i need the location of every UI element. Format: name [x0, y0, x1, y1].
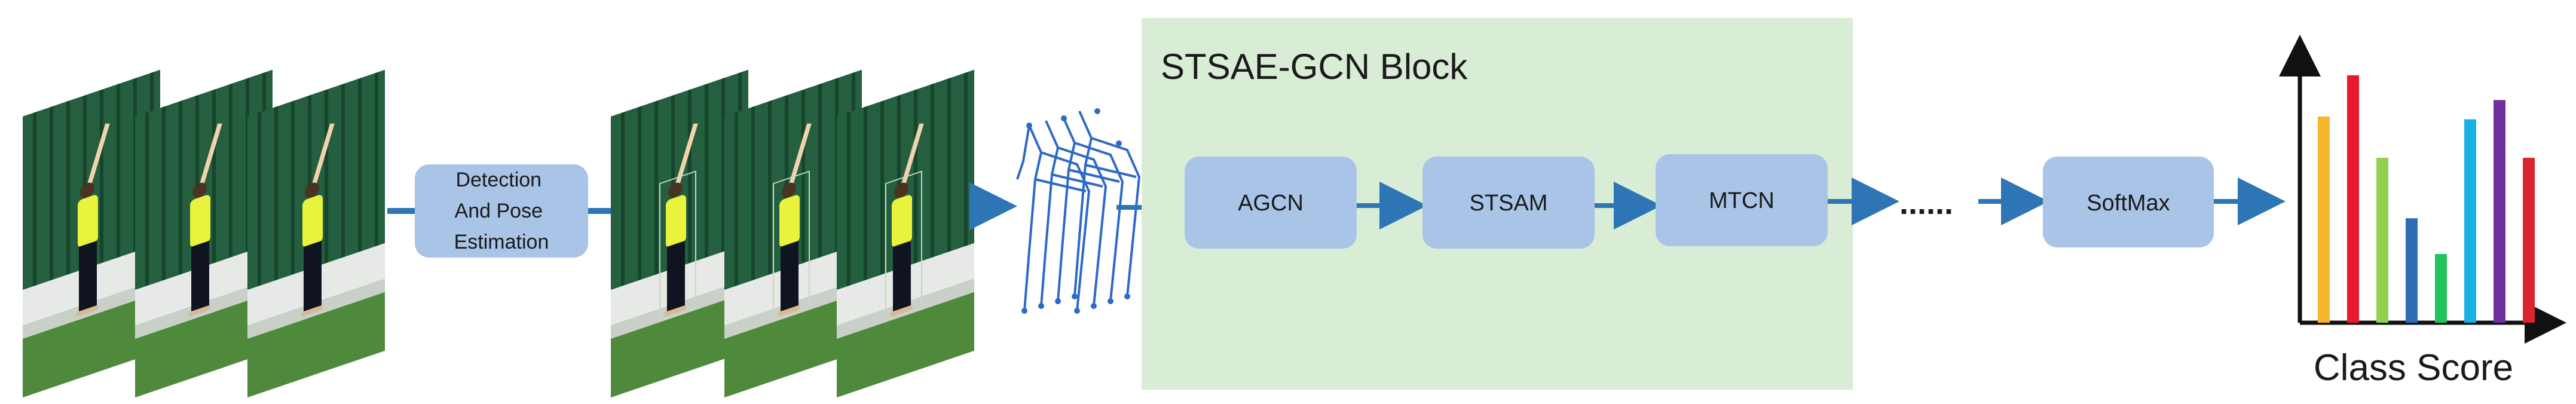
class-score-bar-8	[2523, 158, 2535, 323]
class-score-bar-1	[2318, 117, 2330, 323]
softmax-node: SoftMax	[2043, 157, 2214, 247]
stsae-gcn-block-title: STSAE-GCN Block	[1161, 47, 1468, 87]
detected-frames	[611, 70, 974, 397]
class-score-bar-4	[2406, 218, 2418, 323]
class-score-bar-7	[2494, 100, 2505, 323]
detected-frame-3	[837, 70, 974, 397]
skeleton-2	[1040, 120, 1108, 307]
input-frame-3	[247, 70, 385, 397]
mtcn-node-box	[1656, 154, 1828, 246]
ellipsis: ......	[1899, 185, 1953, 221]
class-score-bar-5	[2435, 254, 2447, 323]
input-frames	[23, 70, 385, 397]
detection-line-3: Estimation	[454, 231, 549, 253]
class-score-bar-6	[2464, 119, 2476, 323]
detection-node: Detection And Pose Estimation	[415, 164, 588, 258]
skeleton-4	[1073, 111, 1141, 297]
svg-text:Detection And Pose: Detection And Pose Estimation	[454, 169, 549, 253]
mtcn-label: MTCN	[1709, 188, 1775, 213]
class-score-label: Class Score	[2314, 347, 2513, 388]
mtcn-node: MTCN	[1656, 154, 1828, 246]
softmax-node-box	[2043, 157, 2214, 247]
class-score-bar-3	[2376, 158, 2388, 323]
skeleton-joints	[1021, 108, 1130, 314]
stsam-node: STSAM	[1422, 157, 1595, 249]
agcn-node-box	[1185, 157, 1357, 249]
agcn-label: AGCN	[1238, 191, 1304, 216]
skeleton-sequence	[1016, 111, 1141, 311]
stsae-gcn-block: STSAE-GCN Block AGCN STSAM MTCN	[1142, 18, 1899, 390]
skeleton-3	[1057, 115, 1124, 302]
class-score-bar-2	[2347, 75, 2359, 323]
detection-line-2: And Pose	[455, 200, 543, 222]
class-score-chart: Class Score	[2279, 35, 2566, 388]
class-score-bars	[2318, 75, 2535, 323]
stsam-label: STSAM	[1470, 191, 1548, 216]
detection-line-1: Detection	[455, 169, 541, 191]
detection-node-box	[415, 164, 588, 258]
softmax-label: SoftMax	[2087, 191, 2170, 216]
stsam-node-box	[1422, 157, 1595, 249]
skeleton-1	[1016, 125, 1091, 311]
agcn-node: AGCN	[1185, 157, 1357, 249]
